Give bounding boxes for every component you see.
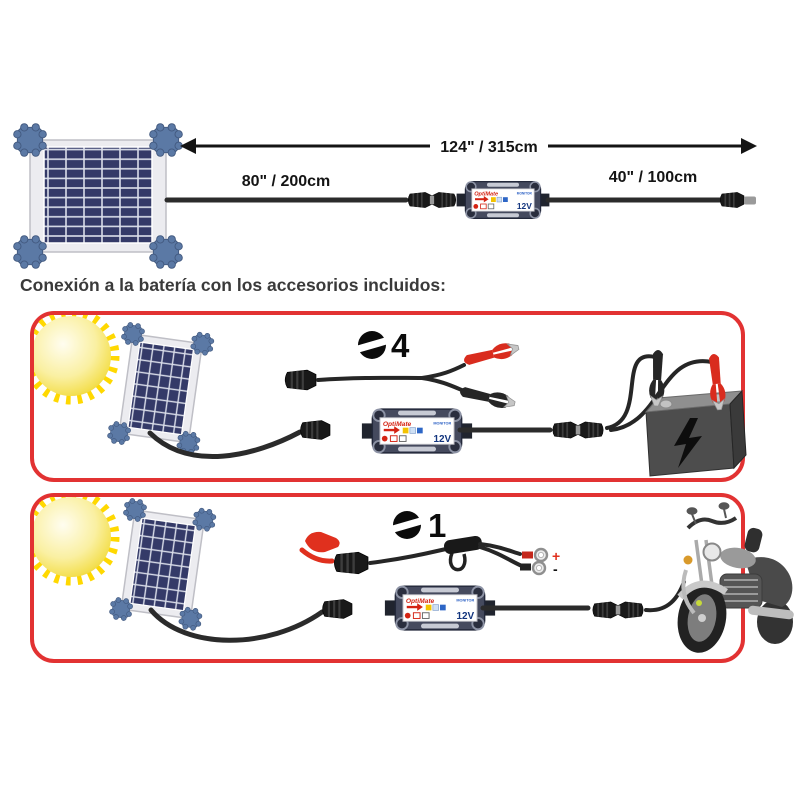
dimension-arrow: 124" / 315cm bbox=[180, 138, 757, 156]
cable-end-connector-icon bbox=[719, 191, 756, 209]
battery-clip-lead bbox=[284, 339, 521, 412]
arrowhead-right-icon bbox=[741, 138, 757, 154]
connection-box-battery bbox=[30, 311, 745, 482]
eyelet-lead: + - bbox=[299, 531, 560, 577]
negative-ring-terminal-icon bbox=[531, 560, 547, 576]
positive-ring-terminal-icon bbox=[533, 547, 549, 563]
total-length-label: 124" / 315cm bbox=[440, 139, 537, 156]
solar-panel-icon bbox=[14, 124, 183, 269]
charge-controller bbox=[455, 180, 551, 220]
negative-mark: - bbox=[553, 561, 558, 577]
positive-mark: + bbox=[552, 548, 560, 564]
charge-controller bbox=[360, 407, 474, 455]
sae-plug-icon bbox=[321, 598, 354, 620]
red-heatshrink bbox=[522, 551, 533, 559]
section-heading: Conexión a la batería con los accesorios… bbox=[20, 275, 446, 295]
right-segment-label: 40" / 100cm bbox=[609, 169, 698, 186]
motorcycle-icon bbox=[677, 502, 794, 653]
panel-cable bbox=[147, 429, 303, 460]
accessory-quantity: 1 bbox=[428, 507, 446, 544]
sae-plug-icon bbox=[284, 369, 318, 391]
fuse-holder-icon bbox=[444, 535, 482, 555]
panel-cable bbox=[148, 607, 325, 643]
wire-loop bbox=[448, 552, 467, 572]
black-heatshrink bbox=[520, 563, 531, 571]
accessory-o4-badge: 4 bbox=[355, 327, 410, 364]
top-length-diagram: 124" / 315cm 80" / 200cm 40" / 100cm bbox=[14, 124, 757, 269]
red-cap-icon bbox=[305, 531, 340, 553]
accessory-quantity: 4 bbox=[391, 327, 410, 364]
arrowhead-left-icon bbox=[180, 138, 196, 154]
sae-connector-pair-icon bbox=[408, 192, 456, 207]
sae-plug-icon bbox=[299, 419, 332, 441]
battery-icon bbox=[644, 389, 747, 477]
lightning-bolt-icon bbox=[674, 418, 702, 468]
turn-signal-icon bbox=[683, 555, 693, 565]
clip-cable-black bbox=[605, 354, 657, 430]
charge-controller bbox=[383, 584, 497, 632]
box1-content: 4 bbox=[107, 321, 747, 477]
weatherproof-connector-icon bbox=[333, 551, 370, 575]
box2-content: 1 + - bbox=[109, 497, 686, 643]
left-segment-label: 80" / 200cm bbox=[242, 173, 331, 190]
accessory-o1-badge: 1 bbox=[390, 507, 446, 544]
headlight-icon bbox=[702, 542, 722, 562]
